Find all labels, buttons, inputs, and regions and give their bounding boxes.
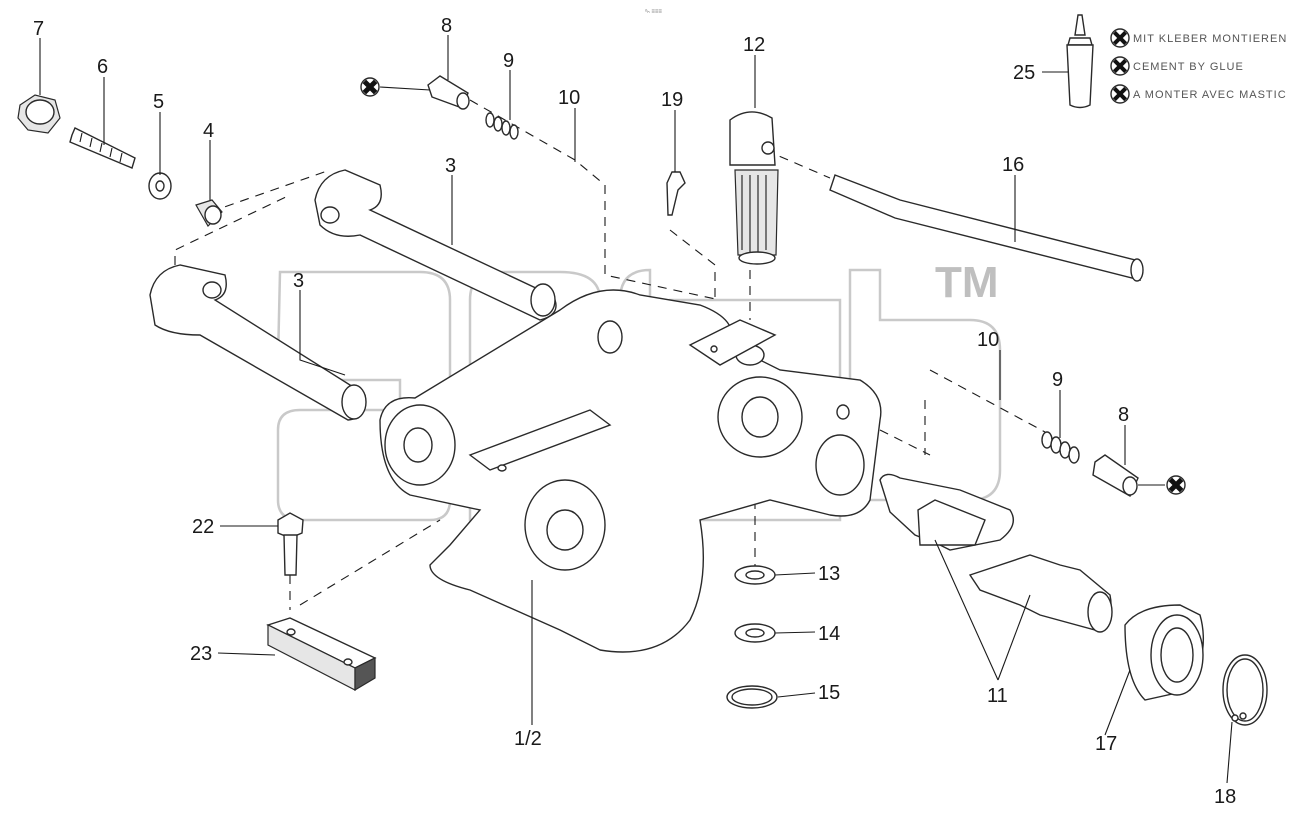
callout-16: 16 bbox=[1002, 154, 1024, 176]
washer-part-5 bbox=[148, 172, 172, 200]
callout-11: 11 bbox=[987, 685, 1008, 707]
legend-symbols bbox=[1110, 28, 1130, 104]
callout-8-top: 8 bbox=[441, 15, 452, 37]
callout-10-right: 10 bbox=[977, 329, 999, 351]
legend-line-de: MIT KLEBER MONTIEREN bbox=[1133, 33, 1287, 45]
callout-labels: 7 6 5 4 8 9 10 3 3 19 12 16 25 10 9 8 13… bbox=[33, 15, 1236, 808]
callout-9-top: 9 bbox=[503, 50, 514, 72]
callout-5: 5 bbox=[153, 91, 164, 113]
callout-1-2: 1/2 bbox=[514, 728, 542, 750]
spring-part-9-right bbox=[1041, 431, 1080, 464]
frame-part-1-2 bbox=[379, 289, 882, 653]
pin-part-3-lower bbox=[149, 264, 367, 421]
callout-15: 15 bbox=[818, 682, 840, 704]
callout-23: 23 bbox=[190, 643, 212, 665]
callout-3-lower: 3 bbox=[293, 270, 304, 292]
grease-nipple-part-19 bbox=[666, 171, 686, 216]
legend-line-fr: A MONTER AVEC MASTIC bbox=[1133, 89, 1287, 101]
washer-part-14 bbox=[734, 623, 776, 643]
bolt-part-6 bbox=[69, 127, 136, 169]
circlip-part-18 bbox=[1222, 654, 1268, 726]
callout-12: 12 bbox=[743, 34, 765, 56]
screw-part-8-top bbox=[360, 75, 470, 110]
leader-lines bbox=[39, 35, 1233, 784]
callout-4: 4 bbox=[203, 120, 214, 142]
callout-3-upper: 3 bbox=[445, 155, 456, 177]
callout-10-top: 10 bbox=[558, 87, 580, 109]
callout-17: 17 bbox=[1095, 733, 1117, 755]
washer-part-13 bbox=[734, 565, 776, 585]
pin-part-3-upper bbox=[314, 169, 557, 321]
rod-part-16 bbox=[829, 174, 1144, 282]
nut-part-7 bbox=[17, 94, 61, 134]
callout-19: 19 bbox=[661, 89, 683, 111]
callout-18: 18 bbox=[1214, 786, 1236, 808]
sleeve-part-17 bbox=[1124, 604, 1205, 701]
watermark-tm: TM bbox=[935, 258, 999, 307]
screw-part-8-right bbox=[1092, 454, 1186, 497]
callout-8-right: 8 bbox=[1118, 404, 1129, 426]
alignment-lines bbox=[174, 99, 1046, 610]
legend-line-en: CEMENT BY GLUE bbox=[1133, 61, 1244, 73]
adhesive-legend: MIT KLEBER MONTIEREN CEMENT BY GLUE A MO… bbox=[1133, 33, 1287, 101]
bushing-part-4 bbox=[195, 199, 223, 227]
circlip-part-15 bbox=[726, 685, 778, 709]
latch-part-11 bbox=[879, 473, 1113, 633]
spring-part-9-top bbox=[485, 112, 519, 140]
header-mark: ᵒₕ ≡≡≡ bbox=[645, 9, 662, 15]
glue-tube-part-25 bbox=[1066, 14, 1094, 109]
callout-9-right: 9 bbox=[1052, 369, 1063, 391]
callout-7: 7 bbox=[33, 18, 44, 40]
callout-22: 22 bbox=[192, 516, 214, 538]
splined-shaft-part-12 bbox=[729, 111, 779, 265]
bolt-part-22 bbox=[277, 512, 304, 576]
callout-6: 6 bbox=[97, 56, 108, 78]
callout-14: 14 bbox=[818, 623, 840, 645]
callout-25: 25 bbox=[1013, 62, 1035, 84]
callout-13: 13 bbox=[818, 563, 840, 585]
wear-pad-part-23 bbox=[266, 617, 377, 692]
